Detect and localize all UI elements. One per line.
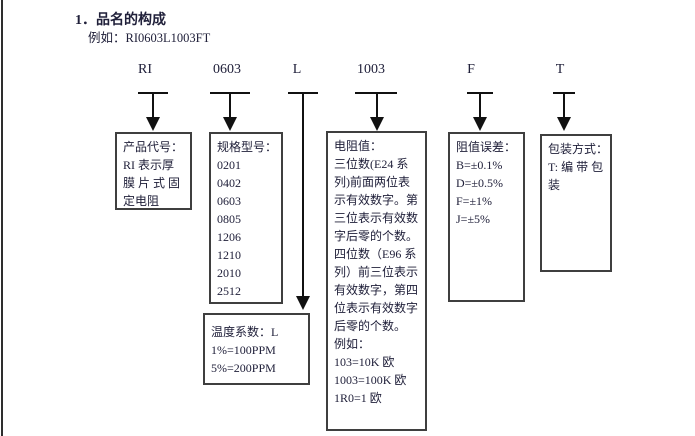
box-text-line: 1R0=1 欧	[334, 391, 382, 405]
box-text-line: 温度系数：L	[211, 325, 279, 339]
box-text-line: B=±0.1%	[456, 158, 503, 172]
box-text-line: 示有效数字。第	[334, 193, 419, 207]
box-text-line: 例如：	[334, 337, 371, 351]
box-text-line: 1206	[217, 230, 241, 244]
box-text-line: 103=10K 欧	[334, 355, 395, 369]
box-text-line: 列）前三位表示	[334, 265, 419, 279]
arrow-stem	[563, 92, 565, 118]
box-text-line: 5%=200PPM	[211, 361, 276, 375]
section-title: 1．品名的构成	[75, 13, 166, 28]
box-text-line: 列)前面两位表	[334, 175, 410, 189]
segment-resistance-code: 1003	[357, 62, 385, 77]
box-spec-model: 规格型号： 0201 0402 0603 0805 1206 1210 2010 2512	[209, 132, 283, 304]
box-text-line: 三位数(E24 系	[334, 157, 409, 171]
arrow-stem	[479, 92, 481, 118]
arrow-stem	[302, 92, 304, 297]
box-text-line: 电阻值：	[334, 139, 383, 153]
arrow-head-icon	[223, 117, 237, 131]
segment-size-code: 0603	[213, 62, 241, 77]
box-text-line: 1%=100PPM	[211, 343, 276, 357]
box-text-line: 有效数字，第四	[334, 283, 419, 297]
example-part-number: 例如：RI0603L1003FT	[88, 31, 211, 45]
box-temp-coefficient: 温度系数：L 1%=100PPM 5%=200PPM	[203, 313, 310, 385]
box-text-line: 1210	[217, 248, 241, 262]
segment-product-code: RI	[138, 62, 152, 77]
box-text-line: 定电阻	[123, 194, 160, 208]
box-text-line: 1003=100K 欧	[334, 373, 407, 387]
box-text-line: F=±1%	[456, 194, 493, 208]
box-text-line: 装	[548, 178, 561, 192]
box-text-line: 0201	[217, 158, 241, 172]
box-text-line: T: 编 带 包	[548, 160, 604, 174]
box-text-line: 0402	[217, 176, 241, 190]
arrow-stem	[376, 92, 378, 118]
arrow-stem	[152, 92, 154, 118]
box-tolerance: 阻值误差： B=±0.1% D=±0.5% F=±1% J=±5%	[448, 132, 525, 302]
box-product-code: 产品代号： RI 表示厚膜 片 式 固定电阻	[115, 132, 192, 210]
box-text-line: 三位表示有效数	[334, 211, 419, 225]
box-text-line: 产品代号：	[123, 140, 184, 154]
box-text-line: D=±0.5%	[456, 176, 504, 190]
page-left-border-rule	[1, 0, 3, 436]
box-text-line: 0603	[217, 194, 241, 208]
box-text-line: 规格型号：	[217, 140, 278, 154]
segment-tolerance-code: F	[467, 62, 475, 77]
box-text-line: 字后零的个数。	[334, 229, 419, 243]
segment-packaging-code: T	[555, 62, 565, 77]
box-text-line: J=±5%	[456, 212, 491, 226]
segment-tcr-code: L	[292, 62, 302, 77]
arrow-head-icon	[557, 117, 571, 131]
box-text-line: 四位数（E96 系	[334, 247, 417, 261]
box-text-line: RI 表示厚	[123, 158, 175, 172]
arrow-head-icon	[146, 117, 160, 131]
box-packaging: 包装方式： T: 编 带 包装	[540, 134, 612, 272]
box-text-line: 膜 片 式 固	[123, 176, 181, 190]
box-text-line: 2010	[217, 266, 241, 280]
arrow-head-icon	[370, 117, 384, 131]
arrow-head-icon	[473, 117, 487, 131]
arrow-stem	[229, 92, 231, 118]
box-text-line: 后零的个数。	[334, 319, 407, 333]
box-text-line: 阻值误差：	[456, 140, 517, 154]
box-resistance-value: 电阻值： 三位数(E24 系列)前面两位表示有效数字。第三位表示有效数字后零的个数…	[326, 131, 427, 431]
box-text-line: 2512	[217, 284, 241, 298]
box-text-line: 包装方式：	[548, 142, 609, 156]
box-text-line: 位表示有效数字	[334, 301, 419, 315]
arrow-head-icon	[296, 296, 310, 310]
box-text-line: 0805	[217, 212, 241, 226]
